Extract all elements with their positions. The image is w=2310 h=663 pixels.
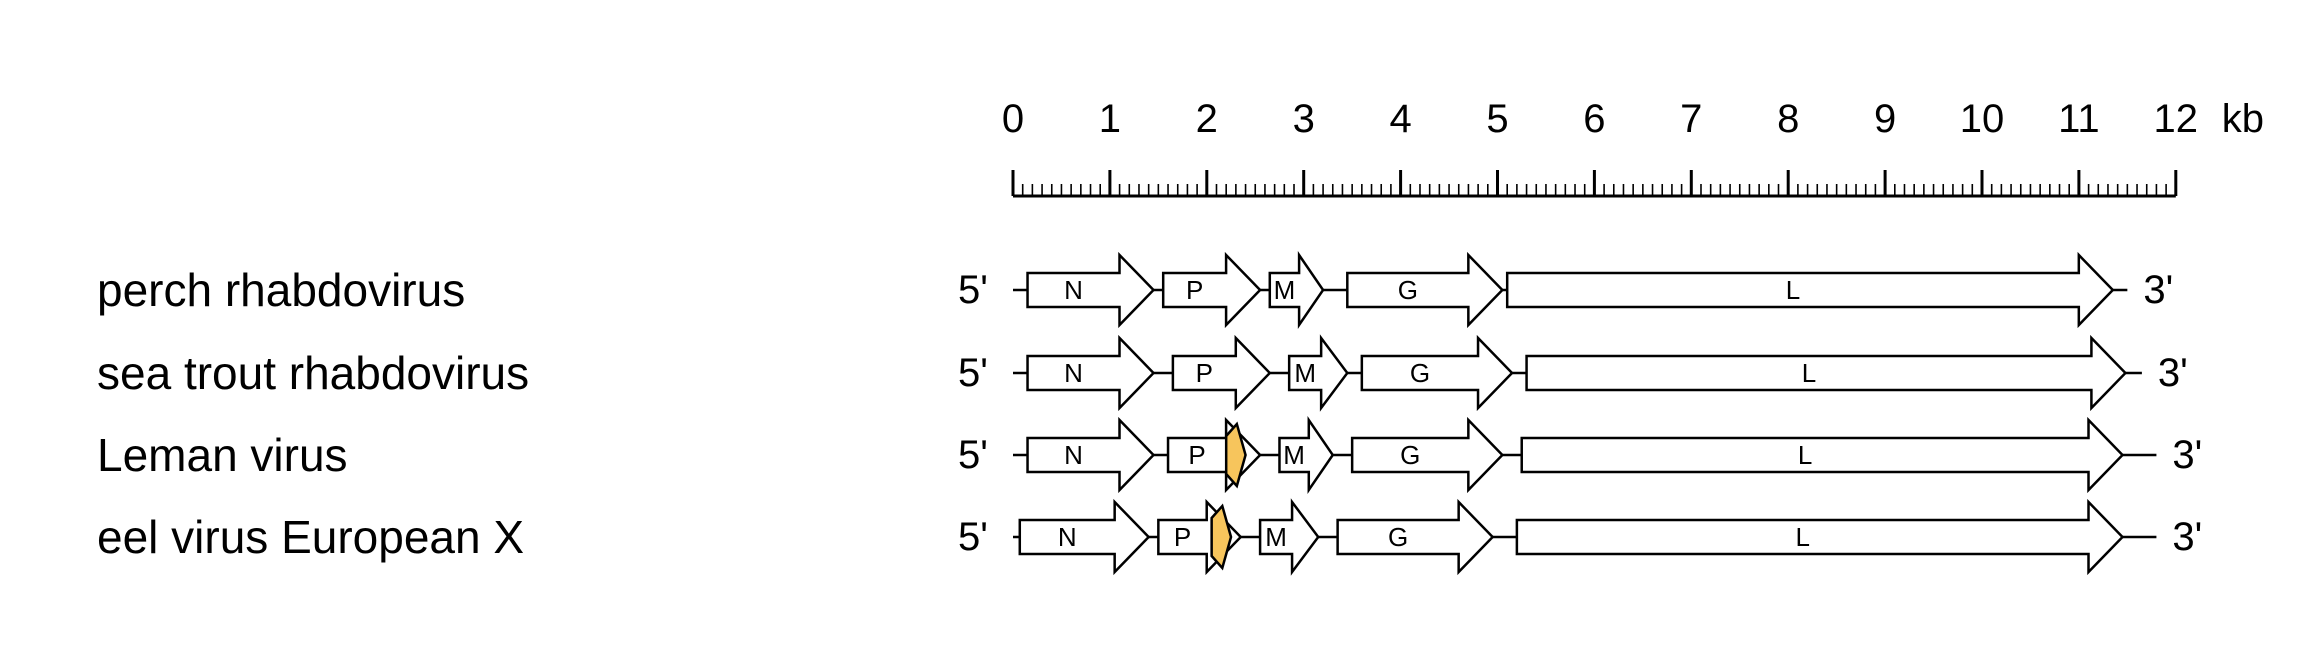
gene-arrow (1336, 498, 1495, 576)
gene-arrow (1258, 498, 1320, 576)
gene-arrow (1346, 251, 1505, 329)
gene-label: M (1294, 358, 1316, 388)
scale-tick-label: 3 (1293, 97, 1315, 141)
five-prime-label: 5' (958, 433, 988, 477)
scale-tick-label: 6 (1583, 97, 1605, 141)
gene-arrow (1026, 334, 1156, 412)
genome-row: 5' N P M G L 3' (958, 250, 2173, 330)
scale-tick-label: 4 (1389, 97, 1411, 141)
gene-arrow (1525, 334, 2128, 412)
gene-arrow (1018, 498, 1151, 576)
gene-label: L (1798, 440, 1812, 470)
gene-arrow (1278, 415, 1335, 495)
gene-label: G (1400, 440, 1420, 470)
genome-row: 5' N P M G L 3' (958, 415, 2202, 495)
scale-tick-label: 1 (1099, 97, 1121, 141)
gene-label: L (1786, 275, 1800, 305)
three-prime-label: 3' (2172, 515, 2202, 559)
scale-tick-label: 9 (1874, 97, 1896, 141)
gene-label: P (1188, 440, 1205, 470)
gene-label: P (1174, 522, 1191, 552)
five-prime-label: 5' (958, 268, 988, 312)
gene-label: G (1388, 522, 1408, 552)
scale-tick-label: 2 (1196, 97, 1218, 141)
gene-label: N (1058, 522, 1077, 552)
scale-tick-label: 5 (1486, 97, 1508, 141)
gene-label: N (1064, 275, 1083, 305)
gene-label: N (1064, 440, 1083, 470)
genome-name-label: eel virus European X (97, 511, 524, 563)
gene-arrow (1520, 416, 2125, 494)
genome-row: 5' N P M G L 3' (958, 334, 2188, 412)
genome-row: 5' N P M G L 3' (958, 498, 2202, 576)
five-prime-label: 5' (958, 351, 988, 395)
gene-label: P (1196, 358, 1213, 388)
gene-arrow (1287, 334, 1349, 412)
overlapping-orf-marker (1224, 421, 1247, 489)
genome-name-label: Leman virus (97, 429, 348, 481)
genome-name-label: sea trout rhabdovirus (97, 347, 529, 399)
three-prime-label: 3' (2172, 433, 2202, 477)
gene-arrow (1515, 498, 2125, 576)
three-prime-label: 3' (2143, 268, 2173, 312)
scale-tick-label: 0 (1002, 97, 1024, 141)
gene-label: L (1802, 358, 1816, 388)
three-prime-label: 3' (2158, 351, 2188, 395)
gene-arrow (1268, 250, 1325, 330)
scale-tick-label: 12 (2154, 97, 2199, 141)
gene-arrow (1026, 416, 1156, 494)
gene-arrow (1505, 251, 2115, 329)
gene-label: N (1064, 358, 1083, 388)
genome-name-labels: perch rhabdovirus sea trout rhabdovirusLe… (97, 264, 529, 563)
gene-label: M (1274, 275, 1296, 305)
gene-label: M (1265, 522, 1287, 552)
scale-tick-label: 10 (1960, 97, 2005, 141)
scale-tick-label: 7 (1680, 97, 1702, 141)
gene-arrow (1026, 251, 1156, 329)
gene-arrow (1350, 416, 1505, 494)
scale-unit-label: kb (2222, 97, 2264, 141)
gene-arrow (1161, 251, 1262, 329)
five-prime-label: 5' (958, 515, 988, 559)
gene-label: P (1186, 275, 1203, 305)
genome-maps: 5' N P M G L 3' 5' N P M G L 3' 5' N P M G L 3' 5' N P M G L 3' (958, 250, 2202, 576)
scale-tick-label: 11 (2058, 97, 2100, 141)
scale-tick-label: 8 (1777, 97, 1799, 141)
overlapping-orf-marker (1210, 503, 1233, 571)
gene-arrow (1360, 334, 1514, 412)
gene-label: G (1410, 358, 1430, 388)
gene-label: G (1398, 275, 1418, 305)
gene-arrow (1171, 334, 1272, 412)
genome-name-label: perch rhabdovirus (97, 264, 465, 316)
gene-label: M (1283, 440, 1305, 470)
gene-label: L (1795, 522, 1809, 552)
